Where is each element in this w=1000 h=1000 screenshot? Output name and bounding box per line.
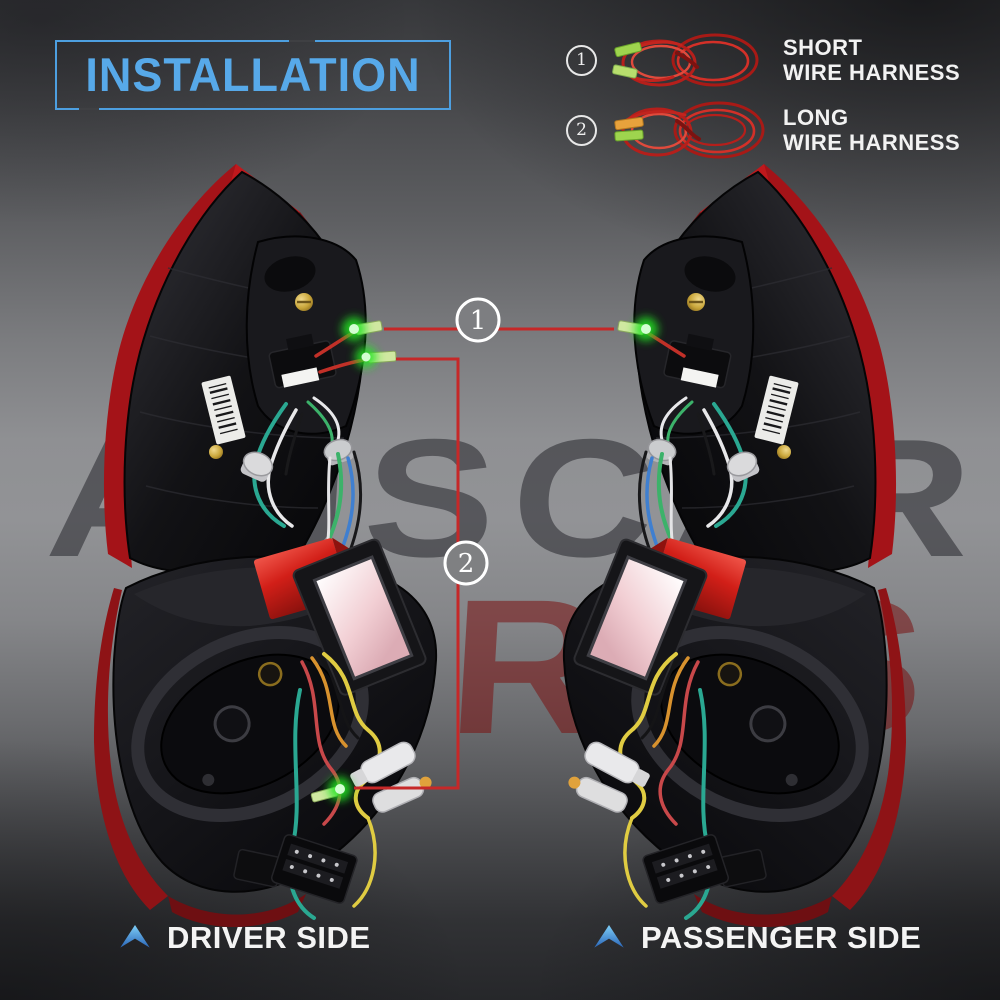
svg-text:2: 2	[458, 549, 475, 579]
driver-tail-light-assembly	[94, 164, 436, 927]
svg-text:1: 1	[470, 306, 487, 336]
legend-label: LONG WIRE HARNESS	[783, 105, 961, 155]
connector-glow-icon	[328, 777, 352, 801]
legend-item-long-harness: 2 LONG WIRE HARNESS	[548, 94, 994, 166]
callout-1-badge: 1	[455, 297, 501, 343]
callout-2-badge: 2	[443, 540, 489, 586]
passenger-side-label: PASSENGER SIDE	[592, 920, 921, 956]
connector-glow-icon	[355, 346, 377, 368]
legend-number-badge-2: 2	[566, 114, 597, 146]
short-wire-harness-icon	[612, 33, 759, 87]
passenger-tail-light-assembly	[564, 164, 906, 927]
wire-harness-legend: 1 SHORT WIRE HARNESS	[548, 22, 994, 172]
title-border-gap	[79, 108, 99, 110]
legend-number-badge-1: 1	[566, 44, 597, 76]
installation-title: INSTALLATION	[55, 40, 451, 110]
legend-label: SHORT WIRE HARNESS	[783, 35, 961, 85]
title-border-gap	[289, 40, 315, 42]
up-arrow-icon	[594, 924, 624, 948]
up-arrow-icon	[120, 924, 150, 948]
driver-side-label: DRIVER SIDE	[118, 920, 371, 956]
long-wire-harness-icon	[614, 101, 765, 159]
crimp-terminal-icon	[612, 41, 642, 79]
crimp-terminal-icon	[614, 116, 644, 142]
installation-title-text: INSTALLATION	[85, 47, 421, 102]
legend-item-short-harness: 1 SHORT WIRE HARNESS	[548, 24, 994, 96]
